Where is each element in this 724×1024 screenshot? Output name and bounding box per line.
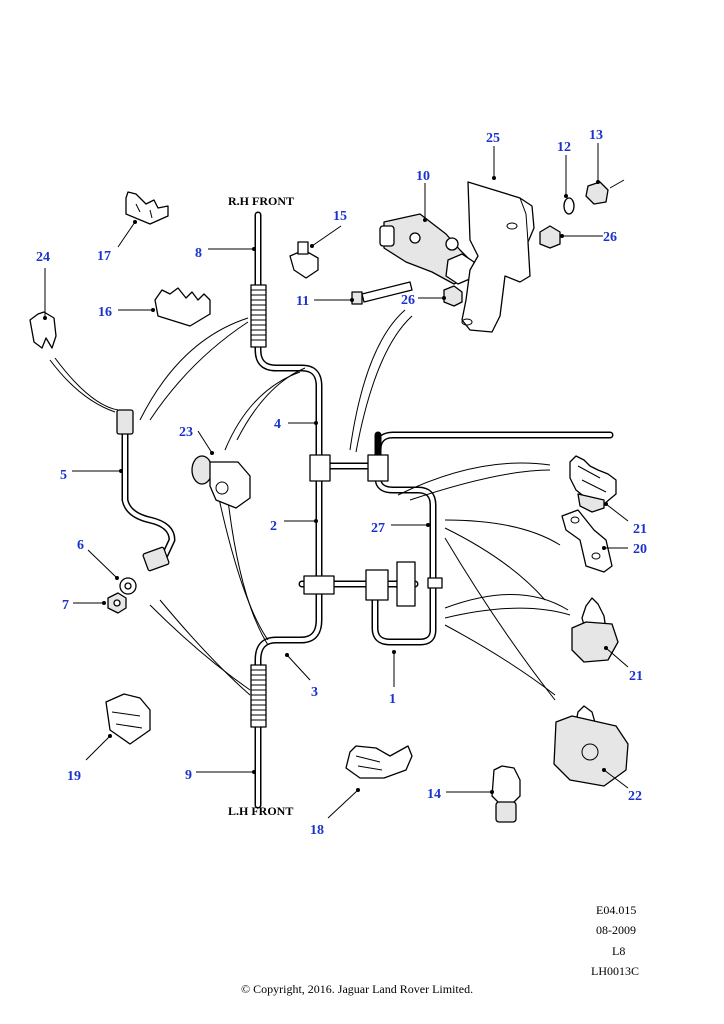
connection-arcs — [49, 309, 571, 701]
callout-15[interactable]: 15 — [333, 209, 347, 224]
leader-lines — [43, 143, 629, 819]
callout-7[interactable]: 7 — [62, 598, 69, 613]
callout-6[interactable]: 6 — [77, 538, 84, 553]
part-7-nut[interactable] — [107, 592, 127, 614]
callout-26b[interactable]: 26 — [401, 293, 415, 308]
lh-front-label: L.H FRONT — [228, 804, 293, 818]
part-13-nut[interactable] — [585, 181, 609, 205]
callout-21a[interactable]: 21 — [633, 522, 647, 537]
part-26b-nut[interactable] — [443, 285, 463, 307]
part-12-washer[interactable] — [563, 197, 575, 215]
callout-16[interactable]: 16 — [98, 305, 112, 320]
callout-18[interactable]: 18 — [310, 823, 324, 838]
part-6-lock-washer[interactable] — [119, 577, 137, 595]
diagram-date: 08-2009 — [596, 923, 636, 937]
diagram-level: L8 — [612, 944, 625, 958]
part-17-clip[interactable] — [125, 191, 169, 225]
callout-11[interactable]: 11 — [296, 294, 309, 309]
callout-26a[interactable]: 26 — [603, 230, 617, 245]
part-25-bracket[interactable] — [461, 181, 535, 333]
callout-25[interactable]: 25 — [486, 131, 500, 146]
footer-block: E04.015 08-2009 L8 LH0013C © Copyright, … — [241, 903, 639, 996]
part-22-clip[interactable] — [553, 705, 629, 787]
copyright-text: © Copyright, 2016. Jaguar Land Rover Lim… — [241, 982, 473, 996]
diagram-code: E04.015 — [596, 903, 636, 917]
callout-numbers: 1 2 3 4 5 6 7 8 9 10 11 12 13 14 15 16 1… — [36, 128, 647, 838]
part-20-plate[interactable] — [561, 509, 613, 573]
callout-1[interactable]: 1 — [389, 692, 396, 707]
callout-5[interactable]: 5 — [60, 468, 67, 483]
part-10-valve[interactable] — [379, 213, 475, 285]
part-5-flex-hose[interactable] — [116, 409, 176, 572]
part-15-push-fastener[interactable] — [289, 241, 319, 279]
callout-22[interactable]: 22 — [628, 789, 642, 804]
part-21a-clip[interactable] — [569, 455, 617, 513]
callout-9[interactable]: 9 — [185, 768, 192, 783]
callout-3[interactable]: 3 — [311, 685, 318, 700]
callout-23[interactable]: 23 — [179, 425, 193, 440]
callout-8[interactable]: 8 — [195, 246, 202, 261]
callout-10[interactable]: 10 — [416, 169, 430, 184]
callout-27[interactable]: 27 — [371, 521, 385, 536]
callout-21b[interactable]: 21 — [629, 669, 643, 684]
callout-24[interactable]: 24 — [36, 250, 50, 265]
diagram-ref: LH0013C — [591, 964, 639, 978]
part-18-clip[interactable] — [345, 745, 413, 779]
part-14-clip[interactable] — [491, 765, 521, 823]
callout-2[interactable]: 2 — [270, 519, 277, 534]
part-16-triple-clip[interactable] — [154, 287, 211, 327]
callout-4[interactable]: 4 — [274, 417, 281, 432]
callout-12[interactable]: 12 — [557, 140, 571, 155]
part-24-clip[interactable] — [29, 311, 57, 349]
part-21b-clip[interactable] — [571, 597, 619, 663]
rh-front-label: R.H FRONT — [228, 194, 294, 208]
part-23-grommet-clip[interactable] — [191, 455, 251, 509]
part-26a-nut[interactable] — [539, 225, 561, 249]
callout-17[interactable]: 17 — [97, 249, 111, 264]
part-19-clip[interactable] — [105, 693, 151, 745]
callout-20[interactable]: 20 — [633, 542, 647, 557]
brake-pipes — [250, 211, 614, 809]
callout-13[interactable]: 13 — [589, 128, 603, 143]
callout-14[interactable]: 14 — [427, 787, 441, 802]
callout-19[interactable]: 19 — [67, 769, 81, 784]
